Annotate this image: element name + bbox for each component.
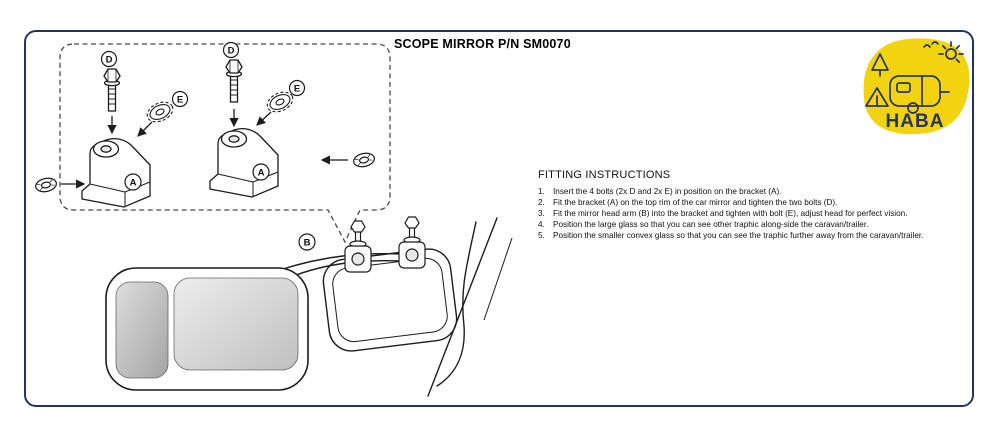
step-number: 4. xyxy=(538,220,545,229)
sun-icon xyxy=(938,41,964,64)
label-washer-e-1: E xyxy=(171,90,189,108)
logo-blob xyxy=(863,38,970,135)
step-number: 5. xyxy=(538,231,545,240)
mirror-glass-large xyxy=(173,277,299,371)
mirror-assembly-drawing: B xyxy=(105,216,513,397)
label-bolt-d-2: D xyxy=(222,41,240,59)
clamp-bracket-1 xyxy=(344,220,372,273)
instruction-step: 1. Insert the 4 bolts (2x D and 2x E) in… xyxy=(538,186,968,197)
clamp-bracket-2 xyxy=(398,216,426,269)
page-title: SCOPE MIRROR P/N SM0070 xyxy=(394,37,571,51)
instruction-step: 4. Position the large glass so that you … xyxy=(538,219,968,230)
instruction-step: 2. Fit the bracket (A) on the top rim of… xyxy=(538,197,968,208)
label-bolt-d-1: D xyxy=(100,50,118,68)
instructions-heading: FITTING INSTRUCTIONS xyxy=(538,169,671,181)
caravan-icon xyxy=(889,75,950,114)
step-text: Fit the mirror head arm (B) into the bra… xyxy=(553,209,908,218)
page-border xyxy=(24,30,974,407)
fitting-instructions: FITTING INSTRUCTIONS 1. Insert the 4 bol… xyxy=(538,169,968,241)
svg-text:D: D xyxy=(228,45,235,56)
label-washer-e-2: E xyxy=(288,79,306,97)
instruction-step: 3. Fit the mirror head arm (B) into the … xyxy=(538,208,968,219)
car-mirror xyxy=(322,248,458,352)
tent-icon xyxy=(865,87,889,107)
step-text: Insert the 4 bolts (2x D and 2x E) in po… xyxy=(553,187,782,196)
diagonal-arrow-1 xyxy=(137,121,153,137)
haba-logo: HABA xyxy=(863,38,970,135)
lock-washer-e-1 xyxy=(143,97,177,127)
svg-text:B: B xyxy=(304,237,311,248)
mirror-glass-small xyxy=(115,281,169,379)
label-bracket-a-2: A xyxy=(252,163,270,181)
bolt-d-1 xyxy=(103,68,121,112)
exploded-diagram: B D D xyxy=(33,41,513,397)
bracket-a-1 xyxy=(81,137,151,208)
towing-mirror xyxy=(105,267,309,391)
step-number: 2. xyxy=(538,198,545,207)
tree-icon xyxy=(871,53,889,77)
diagonal-arrow-2 xyxy=(256,111,272,126)
label-arm-b: B xyxy=(298,233,316,251)
bracket-a-2 xyxy=(209,127,279,198)
svg-text:E: E xyxy=(294,83,300,94)
label-bracket-a-1: A xyxy=(124,173,142,191)
instructions-list: 1. Insert the 4 bolts (2x D and 2x E) in… xyxy=(538,186,968,241)
bolt-d-2 xyxy=(225,59,243,103)
bird-icon xyxy=(923,41,939,48)
step-text: Position the large glass so that you can… xyxy=(553,220,869,229)
svg-text:D: D xyxy=(106,54,113,65)
step-number: 1. xyxy=(538,187,545,196)
step-text: Position the smaller convex glass so tha… xyxy=(553,231,924,240)
washer-right xyxy=(351,150,377,170)
logo-text: HABA xyxy=(886,111,945,132)
exploded-parts: D D E E A A xyxy=(33,41,377,208)
car-body-lines xyxy=(427,217,513,397)
svg-text:E: E xyxy=(177,94,183,105)
step-number: 3. xyxy=(538,209,545,218)
svg-text:A: A xyxy=(130,177,137,188)
svg-text:A: A xyxy=(258,167,265,178)
instruction-step: 5. Position the smaller convex glass so … xyxy=(538,230,968,241)
washer-left xyxy=(33,175,59,195)
step-text: Fit the bracket (A) on the top rim of th… xyxy=(553,198,838,207)
